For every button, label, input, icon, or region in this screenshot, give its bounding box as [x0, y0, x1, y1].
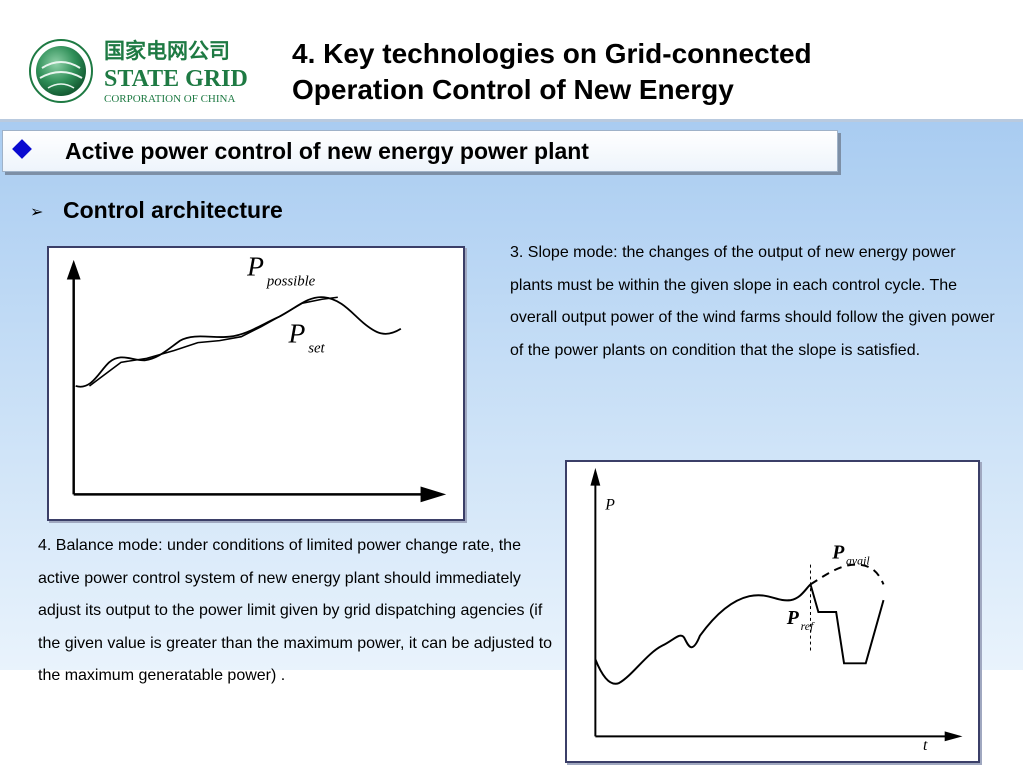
balance-mode-figure: P t P avail P ref [565, 460, 980, 763]
x-axis-arrow-icon [420, 486, 447, 503]
output-power-curve [594, 583, 812, 685]
possible-power-curve [75, 296, 402, 388]
slide-title-line-2: Operation Control of New Energy [292, 74, 734, 105]
diamond-bullet-icon [12, 139, 32, 159]
arrow-bullet-icon: ➢ [30, 204, 44, 221]
slope-mode-paragraph: 3. Slope mode: the changes of the output… [510, 244, 995, 359]
x-axis-label: t [923, 737, 928, 754]
ref-label-sub: ref [801, 619, 815, 633]
possible-label-main: P [246, 251, 264, 282]
header-divider [0, 119, 1023, 122]
possible-label-sub: possible [266, 273, 316, 289]
y-axis-arrow-icon [66, 259, 81, 280]
slide-title: 4. Key technologies on Grid-connected Op… [292, 36, 992, 108]
avail-label-main: P [831, 542, 845, 564]
power-limit-profile [809, 584, 885, 665]
slide-header: 国家电网公司 STATE GRID CORPORATION OF CHINA 4… [0, 0, 1023, 120]
balance-mode-paragraph: 4. Balance mode: under conditions of lim… [38, 537, 553, 684]
svg-text:CORPORATION OF CHINA: CORPORATION OF CHINA [104, 93, 235, 105]
slide-title-line-1: 4. Key technologies on Grid-connected [292, 38, 812, 69]
set-label-sub: set [308, 340, 325, 356]
state-grid-logo: 国家电网公司 STATE GRID CORPORATION OF CHINA [28, 34, 260, 108]
section-heading-bar: Active power control of new energy power… [2, 130, 838, 172]
y-axis-label: P [604, 496, 615, 513]
available-power-curve [809, 563, 885, 586]
slope-mode-figure: P possible P set [47, 246, 465, 521]
x-axis-arrow-icon [944, 731, 963, 742]
subsection-heading: Control architecture [63, 197, 283, 223]
set-power-curve [88, 296, 338, 387]
y-axis-arrow-icon [590, 467, 601, 486]
svg-text:国家电网公司: 国家电网公司 [104, 39, 230, 63]
ref-label-main: P [786, 607, 800, 629]
set-label-main: P [288, 318, 306, 349]
svg-text:STATE GRID: STATE GRID [104, 66, 248, 92]
section-heading: Active power control of new energy power… [65, 138, 589, 164]
avail-label-sub: avail [846, 554, 870, 568]
